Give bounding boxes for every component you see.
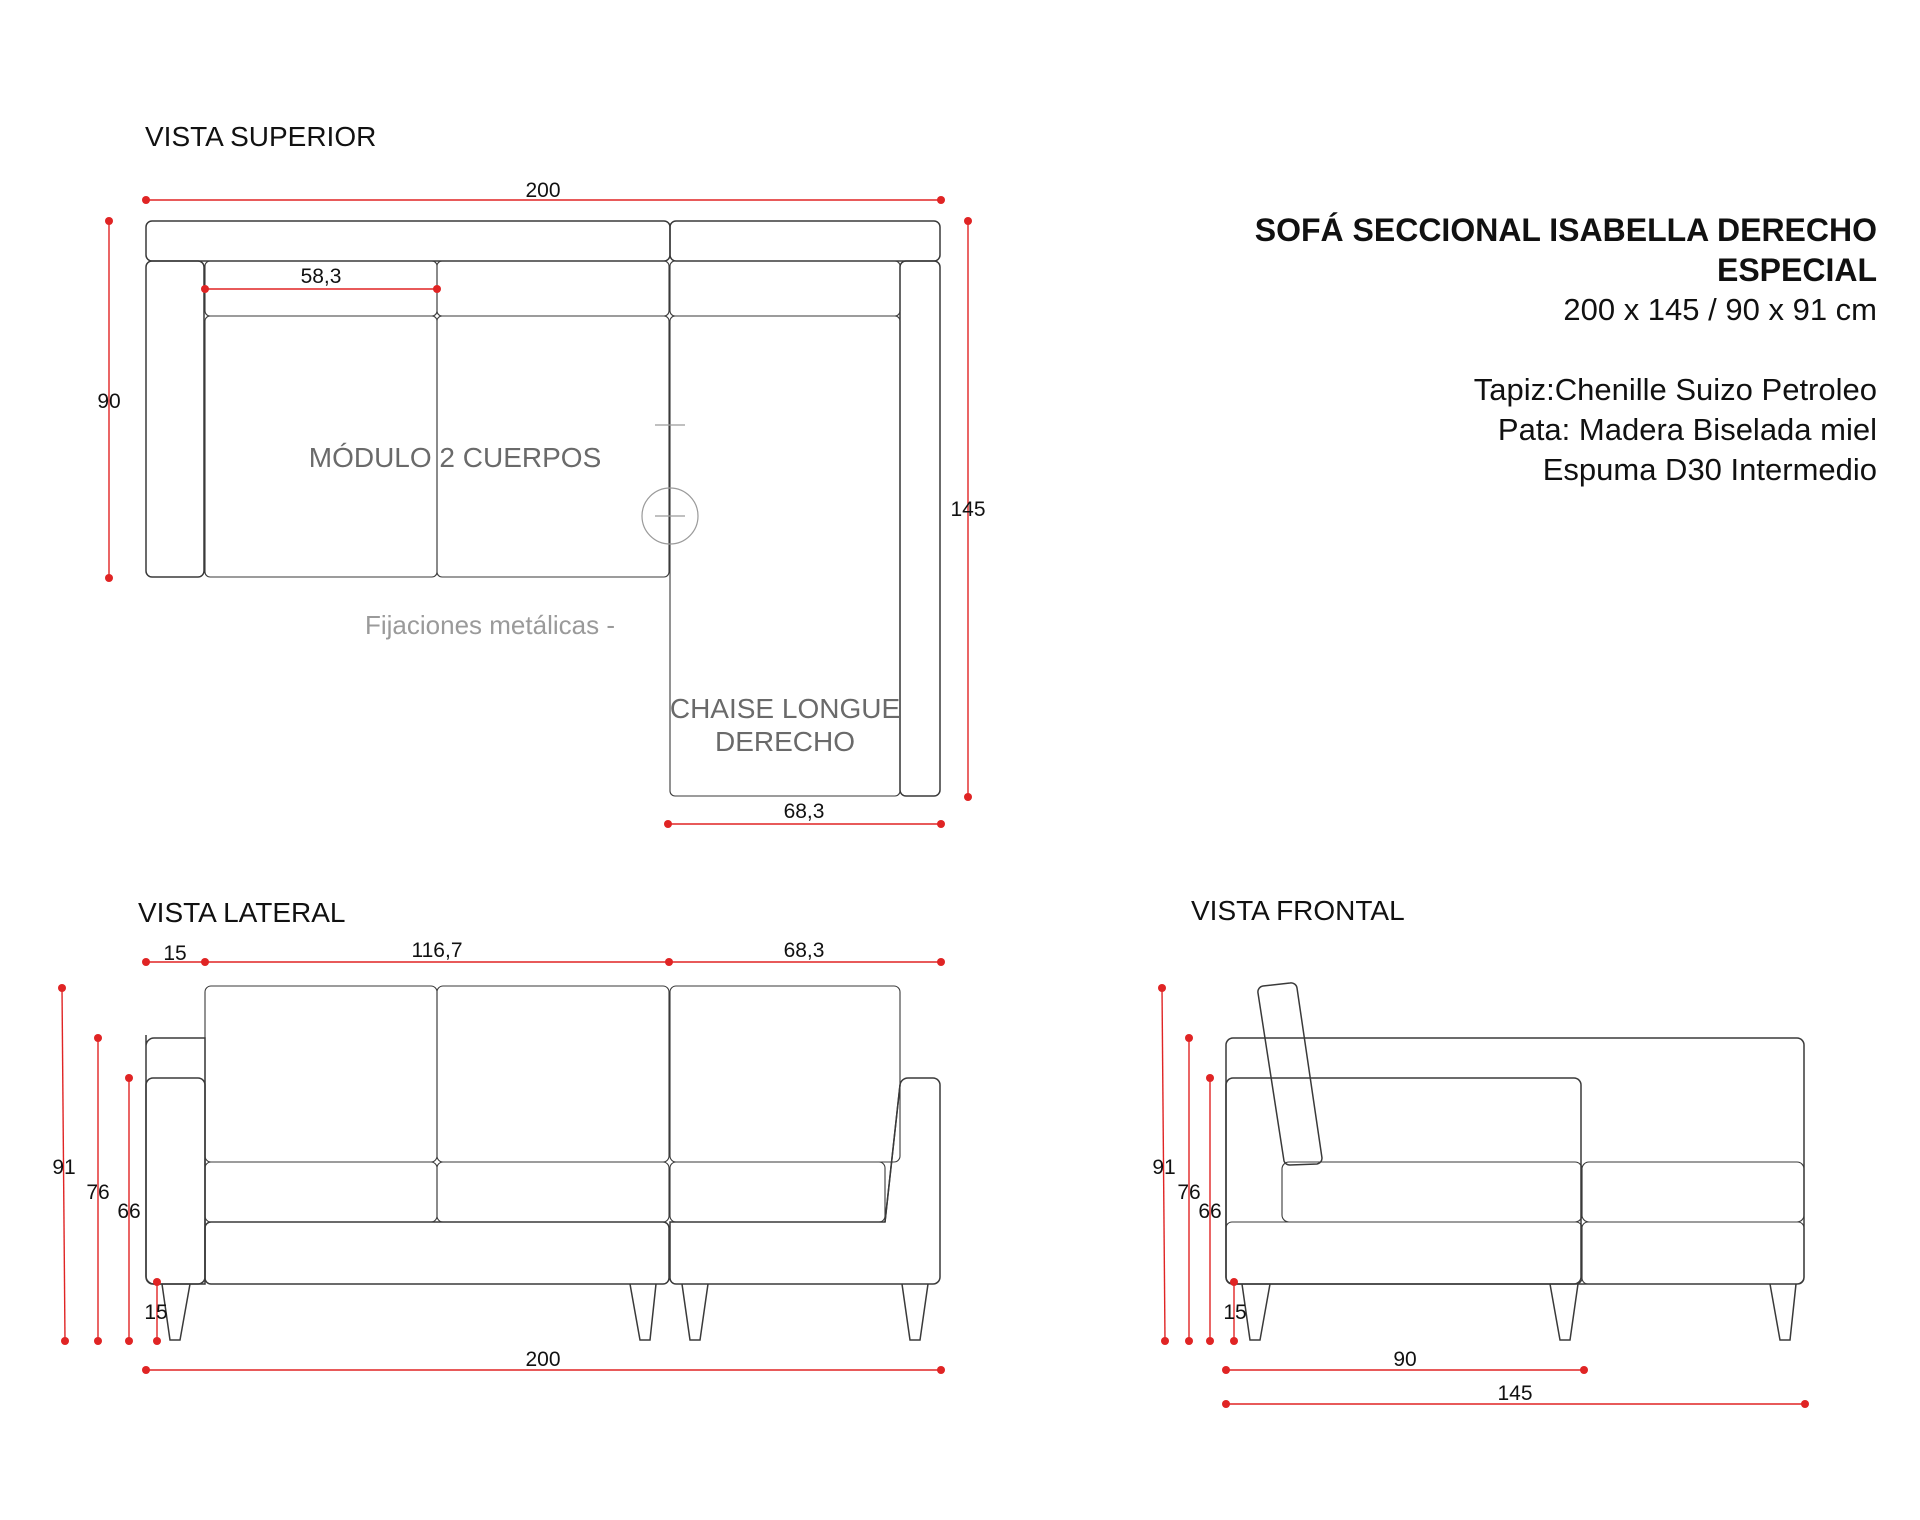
front-leg-3 — [1769, 1283, 1797, 1341]
side-leg-1 — [161, 1283, 191, 1341]
front-chaise-seat — [1581, 1161, 1805, 1223]
front-back-cushion — [1257, 982, 1323, 1166]
side-left-arm — [145, 1077, 206, 1285]
dim-front-heights: 91 76 66 15 — [1152, 984, 1247, 1345]
svg-text:76: 76 — [86, 1181, 109, 1204]
svg-text:66: 66 — [1198, 1200, 1221, 1223]
product-size: 200 x 145 / 90 x 91 cm — [1563, 292, 1877, 327]
dim-front-module-depth: 90 — [1222, 1348, 1588, 1374]
top-view: VISTA SUPERIOR MÓDULO 2 CUERPOS CHAISE L… — [97, 121, 986, 828]
svg-text:145: 145 — [950, 498, 985, 521]
dim-top-depth: 90 — [97, 217, 121, 582]
svg-text:200: 200 — [525, 1348, 560, 1371]
side-base-chaise — [669, 1077, 941, 1285]
dim-top-cushion: 58,3 — [201, 265, 441, 293]
side-back-cushion-2 — [436, 985, 670, 1163]
top-back-cushion-2 — [436, 260, 670, 317]
side-seat-cushion-2 — [436, 1161, 670, 1223]
dim-side-width: 200 — [142, 1348, 945, 1374]
top-backrest-module — [145, 220, 671, 262]
top-view-title: VISTA SUPERIOR — [145, 121, 376, 152]
side-back-cushion-3 — [669, 985, 901, 1163]
dim-top-width: 200 — [142, 179, 945, 204]
fixing-circle — [641, 487, 699, 545]
svg-text:68,3: 68,3 — [784, 939, 825, 962]
svg-text:66: 66 — [117, 1200, 140, 1223]
dim-top-chaise-depth: 145 — [950, 217, 986, 801]
product-info: SOFÁ SECCIONAL ISABELLA DERECHO ESPECIAL… — [1255, 210, 1877, 490]
front-view-title: VISTA FRONTAL — [1191, 895, 1405, 926]
top-right-arm — [899, 260, 941, 797]
svg-text:58,3: 58,3 — [301, 265, 342, 288]
svg-text:91: 91 — [52, 1156, 75, 1179]
side-back-cushion-1 — [204, 985, 438, 1163]
product-title-line1: SOFÁ SECCIONAL ISABELLA DERECHO — [1254, 212, 1877, 248]
side-leg-2 — [629, 1283, 657, 1341]
svg-text:90: 90 — [1393, 1348, 1416, 1371]
front-leg-1 — [1241, 1283, 1271, 1341]
product-title-line2: ESPECIAL — [1716, 252, 1877, 288]
chaise-label-line1: CHAISE LONGUE — [670, 693, 900, 724]
front-seat-cushion — [1281, 1161, 1583, 1223]
svg-text:90: 90 — [97, 390, 120, 413]
front-leg-2 — [1549, 1283, 1579, 1341]
side-seat-cushion-1 — [204, 1161, 438, 1223]
side-leg-3 — [681, 1283, 709, 1341]
side-view: VISTA LATERAL 15 116,7 68,3 — [52, 897, 945, 1374]
dim-side-heights: 91 76 66 15 — [52, 984, 168, 1345]
top-back-cushion-3 — [669, 260, 901, 317]
side-leg-4 — [901, 1283, 929, 1341]
top-seat-cushion-2 — [436, 315, 670, 578]
svg-text:15: 15 — [1223, 1301, 1246, 1324]
side-seat-cushion-3 — [669, 1161, 886, 1223]
top-backrest-chaise — [669, 220, 941, 262]
product-foam: Espuma D30 Intermedio — [1542, 452, 1877, 487]
dim-front-chaise-depth: 145 — [1222, 1382, 1809, 1408]
top-left-arm — [145, 260, 205, 578]
svg-text:15: 15 — [144, 1301, 167, 1324]
top-chaise-seat — [669, 315, 901, 797]
front-frame — [1225, 1037, 1805, 1285]
svg-text:76: 76 — [1177, 1181, 1200, 1204]
dim-side-top: 15 116,7 68,3 — [142, 939, 945, 966]
fixings-label: Fijaciones metálicas - — [365, 610, 615, 640]
front-base-module — [1225, 1221, 1583, 1285]
svg-text:68,3: 68,3 — [784, 800, 825, 823]
product-upholstery: Tapiz:Chenille Suizo Petroleo — [1473, 372, 1877, 407]
product-legs: Pata: Madera Biselada miel — [1497, 412, 1877, 447]
dim-top-chaise-width: 68,3 — [664, 800, 945, 828]
module-label: MÓDULO 2 CUERPOS — [309, 442, 602, 473]
svg-text:145: 145 — [1497, 1382, 1532, 1405]
front-base-chaise — [1581, 1221, 1805, 1285]
side-view-title: VISTA LATERAL — [138, 897, 345, 928]
chaise-label-line2: DERECHO — [715, 726, 855, 757]
svg-text:91: 91 — [1152, 1156, 1175, 1179]
svg-text:116,7: 116,7 — [412, 939, 463, 962]
front-arm-frame — [1225, 1077, 1582, 1285]
front-view: VISTA FRONTAL 91 76 66 15 — [1152, 895, 1809, 1408]
svg-text:15: 15 — [163, 942, 186, 965]
side-base-module — [204, 1221, 670, 1285]
svg-text:200: 200 — [525, 179, 560, 202]
